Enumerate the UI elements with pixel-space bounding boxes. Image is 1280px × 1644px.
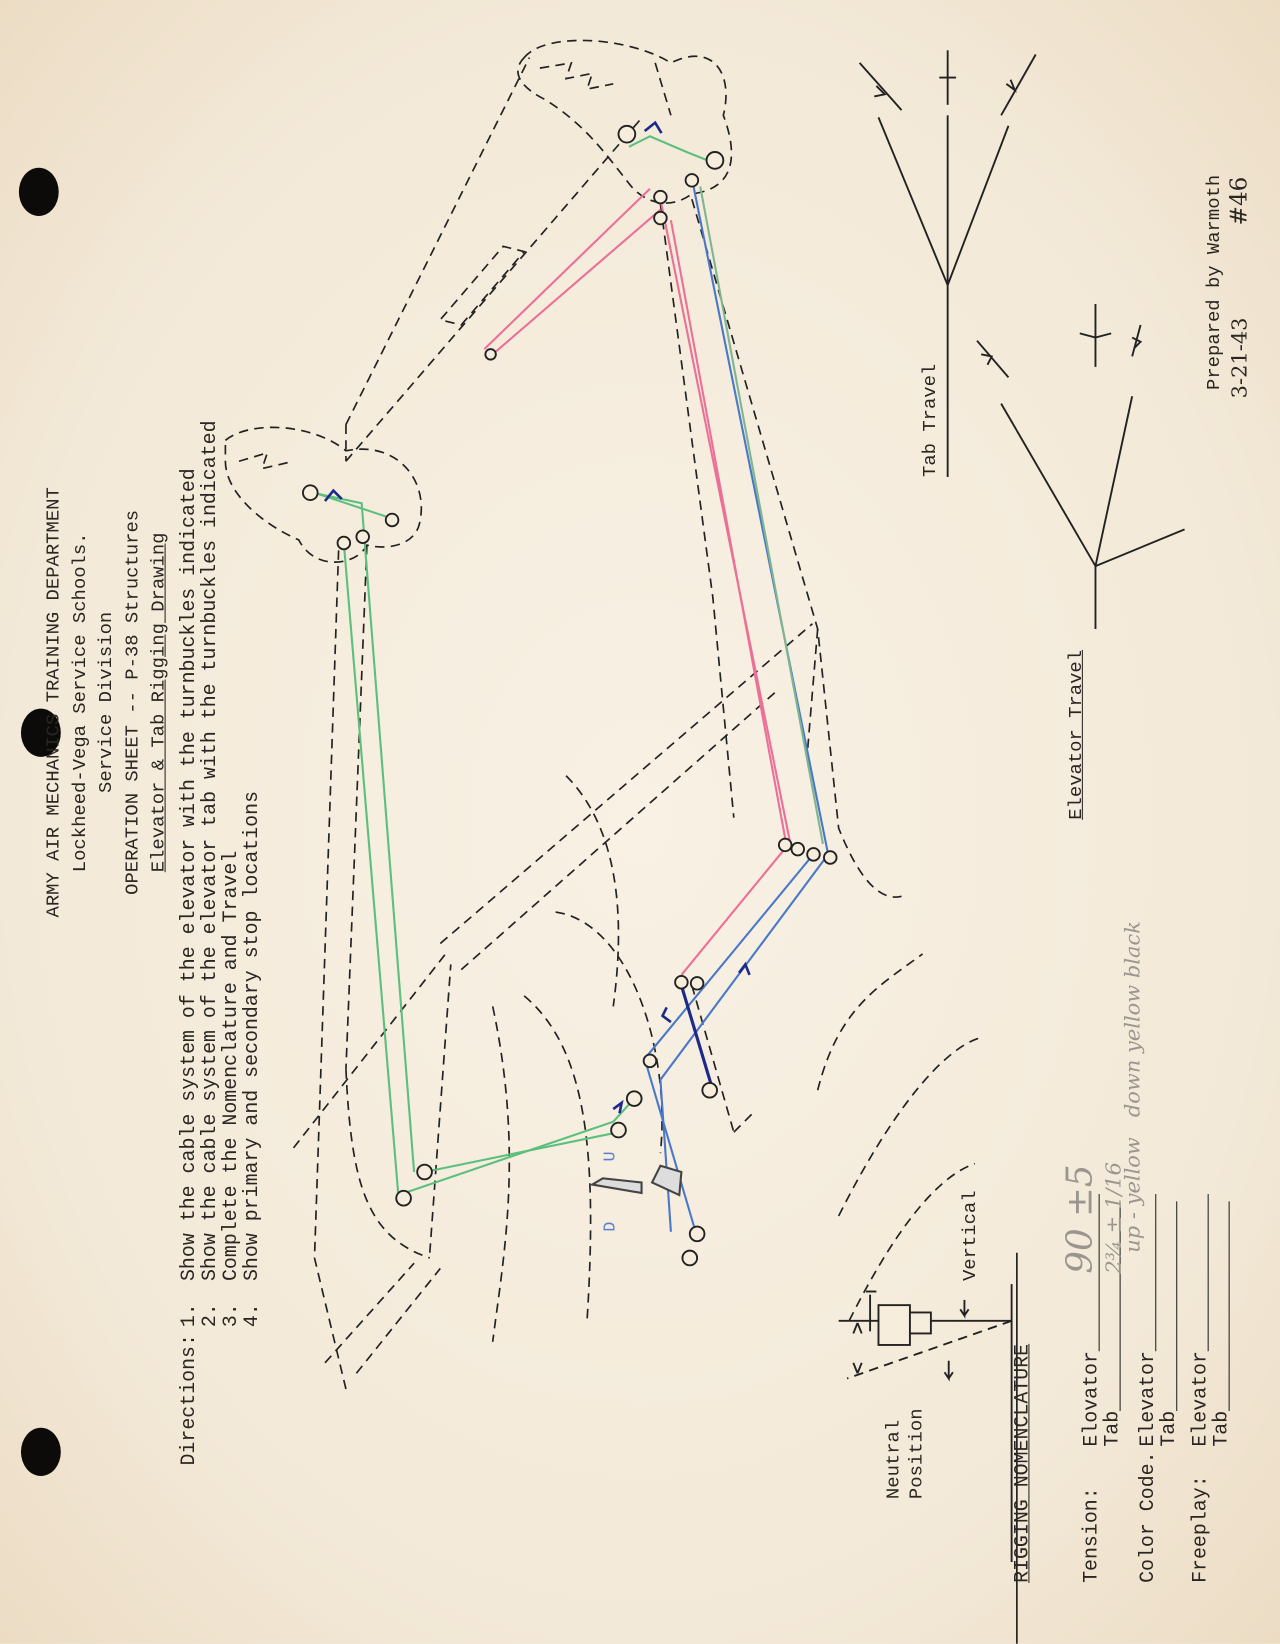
pulleys <box>302 124 838 1267</box>
freeplay-elevator-field[interactable] <box>1189 1193 1209 1352</box>
department-title: ARMY AIR MECHANICS TRAINING DEPARTMENT <box>44 487 65 918</box>
sheet-title: OPERATION SHEET -- P-38 Structures <box>122 509 144 895</box>
color-code-label: Color Code. <box>1136 1451 1160 1583</box>
rigging-title: RIGGING NOMENCLATURE <box>1010 1343 1034 1583</box>
direction-number: 1. <box>177 1303 201 1328</box>
direction-item: Show the cable system of the elevator wi… <box>177 468 201 1282</box>
prepared-by-block: Prepared by Warmoth <box>1203 175 1226 390</box>
tab-travel-diagram <box>858 50 1037 477</box>
up-marker: U <box>600 1151 620 1162</box>
elevator-cable-green <box>699 186 824 845</box>
tab-cable-pink <box>483 187 651 350</box>
direction-item: Complete the Nomenclature and Travel <box>219 850 243 1282</box>
freeplay-elevator-label: Elevator <box>1188 1351 1212 1447</box>
handwritten-tension-elevator: 90 ±5 <box>1058 1164 1101 1274</box>
color-tab-field[interactable] <box>1158 1201 1178 1411</box>
direction-item: Show the cable system of the elevator ta… <box>198 420 222 1282</box>
down-marker: D <box>600 1221 620 1232</box>
tension-tab-label: Tab <box>1100 1410 1124 1447</box>
prepared-date: 3-21-43 <box>1226 317 1252 399</box>
elevator-cable-green <box>424 1131 619 1174</box>
binder-hole <box>20 708 61 757</box>
direction-arrows <box>323 120 751 1114</box>
elevator-cable-blue <box>690 178 830 855</box>
tab-cable-pink <box>680 846 788 976</box>
direction-number: 2. <box>198 1303 222 1328</box>
direction-number: 4. <box>240 1303 264 1328</box>
tab-quadrant <box>679 984 715 1091</box>
freeplay-tab-label: Tab <box>1209 1410 1233 1447</box>
color-elevator-label: Elevator <box>1136 1351 1160 1447</box>
cable-system <box>312 135 830 1238</box>
horn-link <box>628 135 714 164</box>
sheet-number: #46 <box>1226 176 1253 226</box>
neutral-label-line: Position <box>906 1408 928 1500</box>
freeplay-label: Freeplay: <box>1188 1475 1212 1583</box>
directions-label: Directions: <box>177 1334 201 1466</box>
handwritten-color-code: up - yellow down yellow black <box>1119 921 1145 1253</box>
aircraft-outline <box>224 39 981 1390</box>
tension-label: Tension: <box>1079 1487 1103 1583</box>
binder-hole <box>20 1427 61 1477</box>
control-column <box>589 1164 683 1197</box>
elevator-travel-label: Elevator Travel <box>1066 649 1088 820</box>
prepared-by: Prepared by Warmoth <box>1204 174 1226 390</box>
vertical-label: Vertical <box>960 1190 982 1282</box>
division-name: Service Division <box>96 611 118 793</box>
neutral-position-diagram <box>838 1284 1013 1562</box>
color-tab-label: Tab <box>1157 1410 1181 1447</box>
elevator-cable-green <box>342 542 635 1197</box>
school-name: Lockheed-Vega Service Schools. <box>70 532 92 873</box>
binder-hole <box>18 167 59 216</box>
elevator-travel-diagram <box>976 304 1185 629</box>
document-header: ARMY AIR MECHANICS TRAINING DEPARTMENT L… <box>42 430 173 975</box>
tab-cable-pink <box>659 198 793 850</box>
directions: Directions: 1. Show the cable system of th… <box>177 420 264 1466</box>
freeplay-tab-field[interactable] <box>1210 1201 1230 1411</box>
elevator-cable-blue <box>659 853 829 1232</box>
neutral-label-line: Neutral <box>883 1419 905 1500</box>
direction-item: Show primary and secondary stop location… <box>240 790 264 1282</box>
tension-elevator-label: Elovator <box>1079 1351 1103 1447</box>
horn-link <box>314 491 394 520</box>
elevator-cable-green <box>312 491 416 1173</box>
sheet-subtitle: Elevator & Tab Rigging Drawing <box>148 532 170 873</box>
direction-number: 3. <box>219 1303 243 1328</box>
tab-travel-label: Tab Travel <box>920 363 942 477</box>
tab-cable-pink <box>669 219 788 845</box>
tab-cable-pink <box>492 208 662 356</box>
